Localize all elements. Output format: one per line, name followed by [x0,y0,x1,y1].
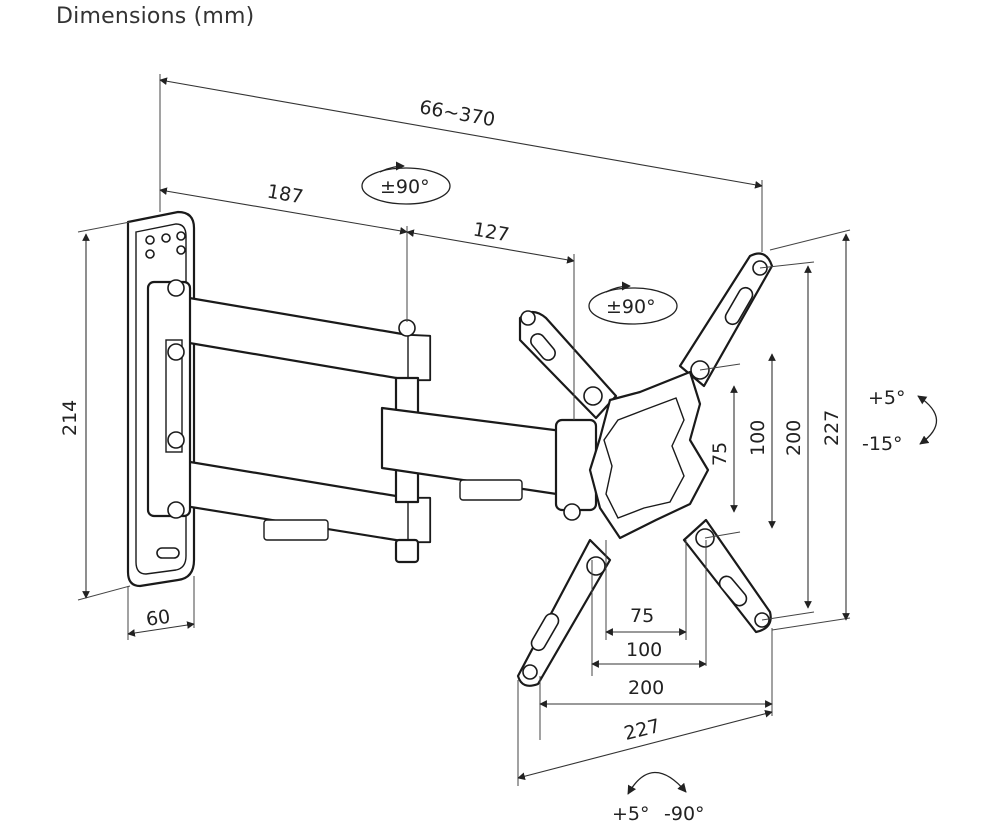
label-arm-one: 187 [265,180,305,208]
swivel-head-icon [588,287,678,325]
dimension-lines [77,74,851,786]
label-swivel-arm: ±90° [380,176,430,198]
label-vesa-v-75: 75 [709,442,731,466]
label-tilt-down: -15° [862,433,903,455]
label-vesa-v-227: 227 [821,410,843,446]
vesa-plate [516,252,774,687]
tilt-arc-icon [917,395,938,445]
rotate-arc-icon [627,771,687,795]
arm-one [146,279,432,564]
rotation-labels: ±90° ±90° +5° -15° +5° -90° [380,176,906,825]
label-overall-extension: 66~370 [418,96,497,131]
label-vesa-h-200: 200 [628,677,664,699]
page-title: Dimensions (mm) [56,4,255,29]
label-arm-two: 127 [471,218,511,246]
label-rotate-pos: +5° [612,803,650,825]
arm-two [380,376,598,521]
swivel-arm-icon [361,167,451,205]
label-tilt-up: +5° [868,387,906,409]
label-rotate-neg: -90° [664,803,705,825]
label-wall-plate-height: 214 [59,400,81,436]
label-vesa-v-100: 100 [747,420,769,456]
label-wall-plate-width: 60 [145,606,172,631]
label-swivel-head: ±90° [606,296,656,318]
label-vesa-h-227: 227 [622,715,663,745]
label-vesa-v-200: 200 [783,420,805,456]
label-vesa-h-100: 100 [626,639,662,661]
rotation-symbols [361,161,938,795]
label-vesa-h-75: 75 [630,605,654,627]
